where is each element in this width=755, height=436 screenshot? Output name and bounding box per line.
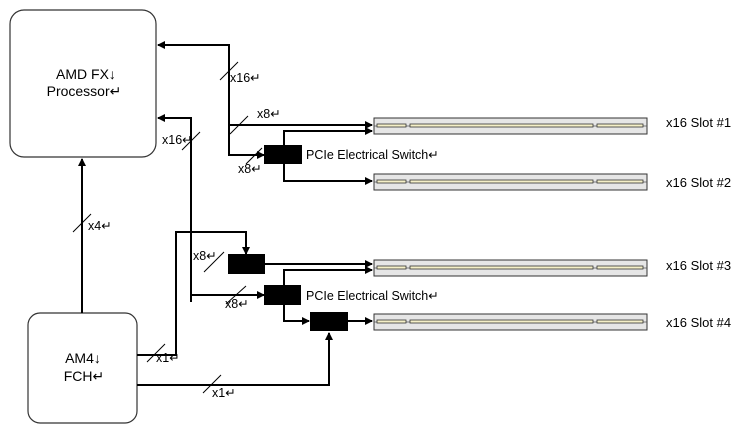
pcie-switch-1 [264,145,302,164]
lane-ticks [72,61,263,394]
processor-label-line2: Processor↵ [47,83,122,99]
cpu-left-x16-link [157,114,192,302]
slot2-label: x16 Slot #2 [666,175,731,190]
fch-x1-upper-link [137,231,250,356]
cpu-top-x16-link [157,41,230,125]
pcie-switch-mid [228,254,265,274]
slot3-label: x16 Slot #3 [666,258,731,273]
cpu-top-x16-label: x16↵ [230,71,261,85]
slot4-label: x16 Slot #4 [666,315,731,330]
pcie-slot-4 [373,313,648,331]
switch1-to-slot1-link [283,127,373,146]
fch-x1-lower-label: x1↵ [212,386,236,400]
slot1-label: x16 Slot #1 [666,115,731,130]
switch1-to-slot2-link [283,163,373,185]
fch-x1-upper-label: x1↵ [156,351,180,365]
to-switch1-link [228,125,265,159]
pcie-switch-3 [310,312,348,331]
pcie-switch-2 [264,285,301,305]
switch-chips [228,145,348,331]
fch-block: AM4↓ FCH↵ [27,312,138,424]
fch-cpu-x4-label: x4↵ [88,219,112,233]
slot1-x8-label: x8↵ [257,107,281,121]
switch1-x8-label: x8↵ [238,162,262,176]
pcie-slot-3 [373,259,648,277]
pcie-slot-2 [373,173,648,191]
mid-switch-x8-label: x8↵ [193,249,217,263]
switch2-x8-label: x8↵ [225,297,249,311]
switch1-label: PCIe Electrical Switch↵ [306,148,439,162]
switch2-label: PCIe Electrical Switch↵ [306,289,439,303]
switch2-to-slot3-link [283,266,373,286]
fch-x1-lower-link [137,332,333,386]
cpu-left-x16-label: x16↵ [162,133,193,147]
pcie-slot-1 [373,117,648,135]
fch-label-line2: FCH↵ [64,368,105,384]
wires [78,41,373,386]
processor-label-line1: AMD FX↓ [56,66,116,82]
processor-block: AMD FX↓ Processor↵ [9,9,157,158]
switch2-to-switch3-link [283,304,310,325]
fch-label-line1: AM4↓ [65,350,101,366]
